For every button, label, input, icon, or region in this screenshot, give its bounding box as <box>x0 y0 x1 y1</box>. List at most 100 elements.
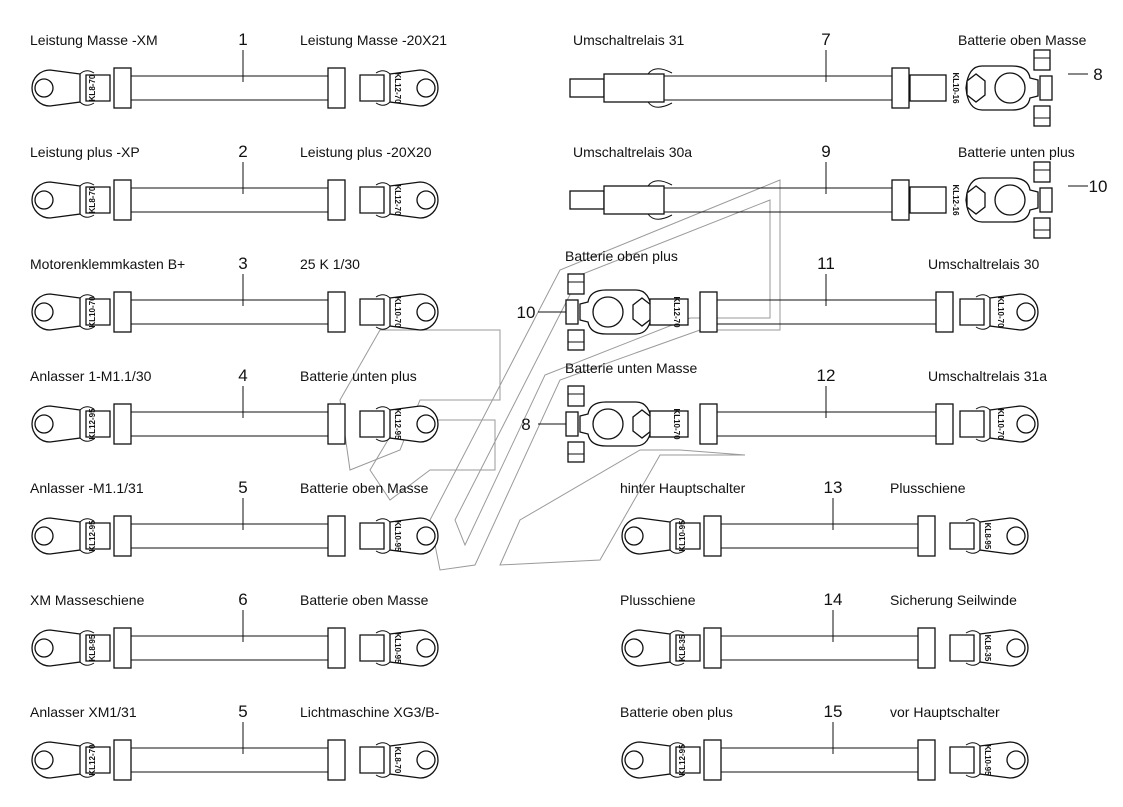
right-sleeve <box>917 627 936 669</box>
left-ring-lug <box>31 181 111 219</box>
right-sleeve <box>327 291 346 333</box>
left-sleeve <box>113 67 132 109</box>
right-end-label: Plusschiene <box>890 480 966 496</box>
left-terminal-code: KL12-95 <box>88 520 97 552</box>
left-sleeve <box>703 515 722 557</box>
right-sleeve <box>917 515 936 557</box>
cable-number: 5 <box>238 702 247 721</box>
cable-5: KL12-95 KL10-95 5 Anlasser -M1.1/31 Batterie… <box>30 478 438 557</box>
left-sleeve <box>113 627 132 669</box>
clamp-terminal-code: KL10-70 <box>672 408 681 440</box>
right-sleeve <box>327 179 346 221</box>
cable-number: 13 <box>824 478 843 497</box>
right-terminal-code: KL8-70 <box>393 747 402 774</box>
cable-number: 12 <box>817 366 836 385</box>
left-sleeve <box>699 403 718 445</box>
right-sleeve <box>327 739 346 781</box>
clamp-callout: 8 <box>521 415 530 434</box>
left-end-label: XM Masseschiene <box>30 592 145 608</box>
right-end-label: Leistung plus -20X20 <box>300 144 432 160</box>
cable-12: KL10-95 KL8-95 13 hinter Hauptschalter Pluss… <box>620 478 1028 557</box>
left-ring-lug <box>31 69 111 107</box>
left-ring-lug <box>621 517 701 555</box>
clamp-terminal-code: KL10-16 <box>951 72 960 104</box>
left-terminal-code: KL8-70 <box>88 186 97 213</box>
left-ring-lug <box>31 293 111 331</box>
left-end-label: Umschaltrelais 30a <box>573 144 692 160</box>
left-terminal-code: KL8-95 <box>88 634 97 661</box>
left-terminal-code: KL10-70 <box>88 296 97 328</box>
right-terminal-code: KL8-95 <box>983 523 992 550</box>
cable-number: 14 <box>824 590 843 609</box>
left-end-label: Batterie unten Masse <box>565 360 698 376</box>
left-sleeve <box>113 515 132 557</box>
left-terminal-code: KL12-95 <box>678 744 687 776</box>
clamp-callout: 10 <box>1089 177 1108 196</box>
right-terminal-code: KL8-35 <box>983 635 992 662</box>
left-ring-lug <box>31 405 111 443</box>
right-sleeve <box>917 739 936 781</box>
right-end-label: vor Hauptschalter <box>890 704 1000 720</box>
left-ring-lug <box>31 517 111 555</box>
right-sleeve <box>891 67 910 109</box>
right-terminal-code: KL12-70 <box>393 72 402 104</box>
battery-pole-clamp <box>565 273 653 351</box>
right-end-label: Leistung Masse -20X21 <box>300 32 447 48</box>
left-sleeve <box>113 739 132 781</box>
right-terminal-code: KL10-70 <box>996 296 1005 328</box>
left-end-label: Anlasser XM1/31 <box>30 704 137 720</box>
battery-pole-clamp <box>966 50 1052 126</box>
right-sleeve <box>327 515 346 557</box>
left-terminal-code: KL8-35 <box>678 634 687 661</box>
left-end-label: Motorenklemmkasten B+ <box>30 256 185 272</box>
left-sleeve <box>113 179 132 221</box>
right-sleeve <box>935 403 954 445</box>
right-terminal-code: KL10-95 <box>393 520 402 552</box>
cable-number: 2 <box>238 142 247 161</box>
clamp-callout: 10 <box>517 303 536 322</box>
left-end-label: Umschaltrelais 31 <box>573 32 684 48</box>
right-end-label: Umschaltrelais 31a <box>928 368 1047 384</box>
left-ring-lug <box>621 741 701 779</box>
cable-number: 1 <box>238 30 247 49</box>
left-ring-lug <box>621 629 701 667</box>
left-end-label: Batterie oben plus <box>620 704 733 720</box>
left-terminal-code: KL10-95 <box>678 520 687 552</box>
cable-number: 15 <box>824 702 843 721</box>
right-end-label: 25 K 1/30 <box>300 256 360 272</box>
cable-number: 5 <box>238 478 247 497</box>
cable-number: 11 <box>817 254 835 273</box>
left-end-label: hinter Hauptschalter <box>620 480 746 496</box>
right-terminal-code: KL10-95 <box>983 744 992 776</box>
cable-number: 7 <box>821 30 830 49</box>
left-end-label: Leistung Masse -XM <box>30 32 158 48</box>
right-sleeve <box>935 291 954 333</box>
right-sleeve <box>327 627 346 669</box>
right-terminal-code: KL10-70 <box>996 408 1005 440</box>
left-end-label: Anlasser -M1.1/31 <box>30 480 144 496</box>
left-sleeve <box>113 403 132 445</box>
battery-pole-clamp <box>966 162 1052 238</box>
right-end-label: Batterie unten plus <box>958 144 1075 160</box>
left-end-label: Batterie oben plus <box>565 248 678 264</box>
watermark-logo <box>339 179 781 571</box>
right-end-label: Batterie oben Masse <box>300 480 429 496</box>
right-terminal-code: KL12-95 <box>393 408 402 440</box>
clamp-terminal-code: KL12-70 <box>672 296 681 328</box>
right-end-label: Batterie unten plus <box>300 368 417 384</box>
right-terminal-code: KL12-70 <box>393 184 402 216</box>
left-ring-lug <box>31 741 111 779</box>
right-end-label: Batterie oben Masse <box>958 32 1087 48</box>
left-end-label: Leistung plus -XP <box>30 144 140 160</box>
right-sleeve <box>891 179 910 221</box>
right-sleeve <box>327 403 346 445</box>
